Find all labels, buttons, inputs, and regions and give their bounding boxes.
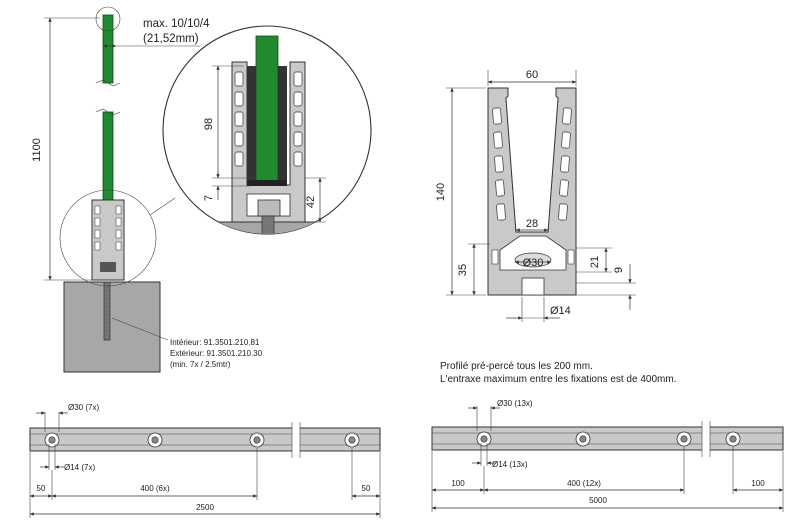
rail-short-bore-label: Ø30 (7x) [68,403,99,412]
rail-short-hole-label: Ø14 (7x) [64,463,95,472]
rail-long-length: 5000 [589,496,607,505]
rail-short-pitch: 400 (6x) [140,484,170,493]
elevation-view: 1100 max. 10/10/4 (21,52mm) Intérieur: 9… [31,6,263,373]
detail-leader [149,197,176,216]
rail-long-bore-label: Ø30 (13x) [497,399,533,408]
rail-short-edge-left: 50 [37,484,46,493]
anchor-note-line1: Intérieur: 91.3501.210.81 [170,338,260,347]
profile-inner-dim: 28 [526,218,538,230]
detail-bolt [261,215,275,234]
rail-short-body [29,427,381,452]
profile-section: 60 140 35 28 Ø30 21 9 Ø14 [435,69,636,322]
detail-view: 98 7 42 [162,25,372,235]
glass-note-line1: max. 10/10/4 [143,18,210,30]
rail-short-edge-right: 50 [362,484,371,493]
profile-dim-9: 9 [613,267,625,273]
detail-dim-98: 98 [203,118,215,130]
top-edge-detail-circle [95,6,121,32]
detail-glass [255,35,279,183]
detail-dim-7: 7 [203,195,215,201]
profile-base-dim: 35 [457,264,469,276]
rail-long: Ø30 (13x) Ø14 (13x) 100 400 (12x) 100 50… [431,399,784,512]
profile-dim-21: 21 [589,256,601,268]
glass-pane-top [102,14,114,84]
rail-long-hole-label: Ø14 (13x) [492,460,528,469]
rail-short-length: 2500 [196,503,214,512]
glass-note-line2: (21,52mm) [143,33,199,45]
profile-height-dim: 140 [435,183,447,201]
anchor-note-line3: (min. 7x / 2.5mtr) [170,360,231,369]
detail-washer [257,199,281,217]
rail-long-pitch: 400 (12x) [567,479,601,488]
profile-width-dim: 60 [526,69,538,81]
height-dim-label: 1100 [31,138,43,162]
detail-circle-small [59,189,157,287]
concrete-slab [63,281,161,373]
detail-dim-42: 42 [305,196,317,208]
rail-short: Ø30 (7x) Ø14 (7x) 50 400 (6x) 50 2500 [29,403,381,518]
profile-bore-dim: Ø30 [523,257,544,269]
profile-hole-dim: Ø14 [550,305,571,317]
anchor-note-line2: Extérieur: 91.3501.210.30 [170,349,263,358]
rail-long-edge-left: 100 [451,479,465,488]
rail-long-edge-right: 100 [751,479,765,488]
note-line2: L'entraxe maximum entre les fixations es… [440,374,676,385]
note-line1: Profilé pré-percé tous les 200 mm. [440,361,593,372]
